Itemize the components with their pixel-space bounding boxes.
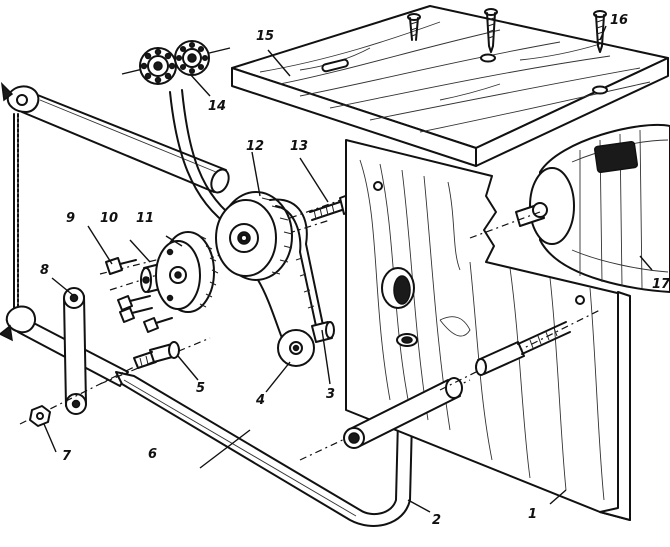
link-bar [63,287,87,415]
callout-numbers: 1 2 3 4 5 6 7 8 9 10 11 12 13 14 15 16 1… [40,13,670,528]
callout-14: 14 [208,99,226,114]
long-pin [439,309,601,391]
callout-10: 10 [100,211,118,226]
callout-3: 3 [326,387,335,402]
callout-15: 15 [256,29,274,44]
callout-4: 4 [255,393,265,408]
callout-12: 12 [246,139,264,154]
saw-blade [13,113,19,317]
pivot-pin [99,337,211,385]
callout-11: 11 [136,211,154,226]
callout-17: 17 [652,277,670,292]
upright-board [345,139,631,521]
crank-disc [109,219,331,313]
electric-motor [469,124,670,293]
leader-lines [43,25,653,513]
callout-9: 9 [66,211,75,226]
callout-7: 7 [62,449,72,464]
callout-1: 1 [528,507,537,522]
callout-13: 13 [290,139,308,154]
ball-bearings [121,40,231,85]
small-pulley [277,321,335,367]
callout-2: 2 [432,513,441,528]
upper-frame-arm [0,81,230,194]
t-handle [299,333,471,461]
callout-5: 5 [196,381,205,396]
callout-8: 8 [40,263,49,278]
callout-6: 6 [148,447,157,462]
callout-16: 16 [610,13,628,28]
large-pulley [169,89,293,281]
top-plank [231,5,669,167]
hex-nut [19,363,141,427]
wood-screws [407,8,607,53]
